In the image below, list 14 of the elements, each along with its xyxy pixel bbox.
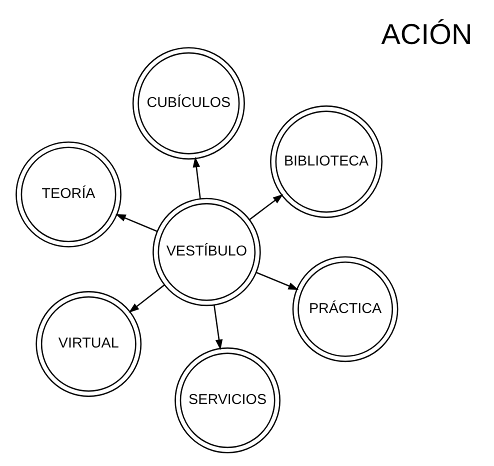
node-circle: SERVICIOS: [174, 347, 280, 454]
label: ACIÓN: [381, 19, 472, 52]
arrow: [214, 305, 223, 350]
node-circle: BIBLIOTECA: [270, 105, 383, 218]
node-circle: VESTÍBULO: [152, 198, 261, 306]
arrow: [256, 272, 299, 290]
arrow: [115, 214, 158, 232]
arrow: [128, 284, 165, 313]
arrow: [249, 194, 284, 220]
node-circle: CUBÍCULOS: [132, 47, 245, 160]
node-circle: TEORÍA: [16, 142, 122, 248]
node-circle: VIRTUAL: [36, 291, 142, 397]
arrow: [192, 156, 201, 199]
node-circle: PRÁCTICA: [292, 256, 398, 362]
